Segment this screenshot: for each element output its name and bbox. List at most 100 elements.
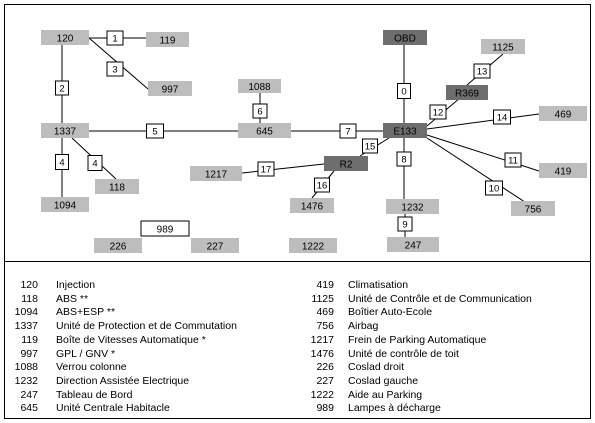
link-box-1: 1 bbox=[106, 30, 124, 46]
link-label: 10 bbox=[489, 184, 500, 195]
node-1088: 1088 bbox=[238, 79, 281, 93]
node-r2: R2 bbox=[324, 156, 368, 171]
node-1217: 1217 bbox=[190, 166, 242, 181]
link-label: 2 bbox=[59, 84, 64, 95]
legend-code: 120 bbox=[20, 279, 38, 291]
node-label: R2 bbox=[340, 160, 353, 171]
link-box-3: 3 bbox=[106, 61, 124, 77]
legend-label: Climatisation bbox=[348, 279, 409, 291]
link-box-11: 11 bbox=[504, 152, 522, 168]
link-box-7: 7 bbox=[339, 123, 357, 139]
node-1232: 1232 bbox=[386, 199, 439, 214]
link-label: 9 bbox=[402, 220, 407, 231]
link-label: 3 bbox=[112, 65, 117, 76]
legend-label: GPL / GNV * bbox=[56, 347, 116, 360]
legend-divider bbox=[4, 261, 591, 262]
link-label: 16 bbox=[317, 181, 328, 192]
legend-code: 1222 bbox=[310, 388, 334, 401]
legend-code: 226 bbox=[316, 361, 334, 374]
legend-label: Tableau de Bord bbox=[56, 388, 133, 401]
legend-label: Direction Assistée Electrique bbox=[56, 374, 190, 387]
legend-code: 997 bbox=[20, 347, 38, 360]
legend-code: 1094 bbox=[14, 306, 38, 319]
node-label: 1088 bbox=[248, 82, 271, 93]
link-line-10 bbox=[426, 137, 535, 209]
link-box-15: 15 bbox=[362, 138, 378, 154]
legend-label: Frein de Parking Automatique bbox=[348, 333, 487, 346]
legend-label: Airbag bbox=[348, 320, 379, 333]
link-label: 13 bbox=[477, 67, 488, 78]
link-label: 8 bbox=[401, 155, 406, 166]
node-1125: 1125 bbox=[481, 39, 525, 54]
node-label: 227 bbox=[207, 242, 224, 253]
legend-label: Coslad droit bbox=[348, 361, 405, 374]
legend-label: Injection bbox=[56, 279, 96, 291]
link-label: 4 bbox=[59, 158, 64, 169]
node-label: 119 bbox=[160, 36, 176, 47]
legend-code: 756 bbox=[316, 320, 334, 333]
link-label: 5 bbox=[152, 127, 157, 138]
node-1094: 1094 bbox=[41, 197, 89, 212]
legend-label: Aide au Parking bbox=[348, 388, 423, 401]
link-line-14 bbox=[426, 113, 540, 130]
link-label: 12 bbox=[433, 108, 444, 119]
legend-label: Boîtier Auto-Ecole bbox=[348, 306, 433, 319]
node-997: 997 bbox=[148, 81, 192, 96]
node-obd: OBD bbox=[383, 30, 427, 45]
legend-label: Verrou colonne bbox=[56, 361, 127, 374]
legend-label: Unité de Protection et de Commutation bbox=[56, 320, 237, 333]
node-label: 469 bbox=[555, 110, 572, 121]
node-1476: 1476 bbox=[290, 198, 334, 213]
link-box-4: 4 bbox=[55, 154, 69, 170]
legend-code: 469 bbox=[316, 306, 334, 319]
node-247: 247 bbox=[387, 237, 439, 252]
link-line-11 bbox=[426, 134, 540, 172]
link-box-9: 9 bbox=[397, 216, 413, 232]
node-label: 1222 bbox=[302, 242, 325, 253]
legend-code: 1125 bbox=[311, 292, 334, 305]
node-label: 419 bbox=[555, 167, 572, 178]
link-box-16: 16 bbox=[314, 177, 330, 193]
node-label: 756 bbox=[525, 205, 542, 216]
node-419: 419 bbox=[539, 163, 587, 178]
link-label: 15 bbox=[365, 142, 376, 153]
node-label: R369 bbox=[455, 89, 479, 100]
legend-code: 419 bbox=[316, 279, 334, 291]
node-469: 469 bbox=[539, 106, 587, 121]
node-label: 989 bbox=[157, 225, 174, 236]
node-119: 119 bbox=[146, 32, 189, 47]
legend-code: 989 bbox=[316, 402, 334, 415]
node-645: 645 bbox=[238, 123, 291, 138]
legend-label: Unité de contrôle de toit bbox=[348, 347, 459, 360]
legend-code: 1232 bbox=[14, 374, 38, 387]
link-box-14: 14 bbox=[493, 109, 511, 125]
link-box-0: 0 bbox=[397, 83, 411, 99]
node-r369: R369 bbox=[446, 85, 488, 100]
link-box-6: 6 bbox=[252, 103, 268, 119]
node-227: 227 bbox=[191, 238, 239, 253]
node-1222: 1222 bbox=[289, 238, 337, 253]
link-box-5: 5 bbox=[146, 123, 164, 139]
node-label: OBD bbox=[394, 34, 416, 45]
legend-label: ABS+ESP ** bbox=[56, 306, 116, 319]
legend-label: Coslad gauche bbox=[348, 374, 419, 387]
link-label: 4 bbox=[92, 159, 97, 170]
legend-code: 227 bbox=[316, 374, 334, 387]
node-label: 1217 bbox=[205, 170, 228, 181]
link-box-4: 4 bbox=[87, 155, 103, 171]
link-box-8: 8 bbox=[396, 151, 412, 167]
node-e133: E133 bbox=[383, 123, 427, 138]
link-lines bbox=[61, 37, 540, 237]
node-label: 1476 bbox=[301, 202, 324, 213]
node-label: 1232 bbox=[401, 203, 424, 214]
node-118: 118 bbox=[95, 179, 139, 194]
node-label: 247 bbox=[405, 241, 422, 252]
link-label: 14 bbox=[497, 113, 508, 124]
node-989: 989 bbox=[140, 220, 190, 237]
legend-code: 119 bbox=[21, 333, 38, 346]
link-box-13: 13 bbox=[473, 63, 491, 79]
